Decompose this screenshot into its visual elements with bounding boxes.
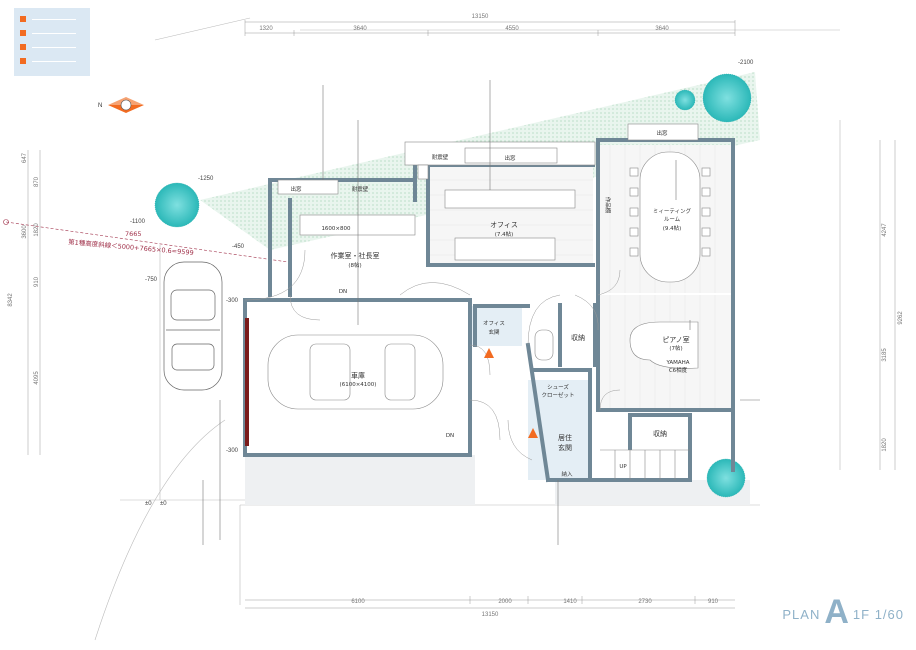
piano-note-2: C6相度: [669, 366, 688, 374]
north-arrow-icon: N: [98, 97, 144, 113]
dim-bottom: 6100: [351, 599, 365, 605]
room-sub-piano: (7帖): [669, 344, 682, 352]
car-driveway-icon: [163, 261, 223, 391]
level-mark: -1100: [130, 219, 146, 225]
leader-lines: [202, 80, 760, 545]
label-up: UP: [619, 464, 627, 470]
dim-left: 647: [22, 152, 28, 163]
label-dn: DN: [339, 289, 347, 295]
room-label-entry-office: オフィス: [483, 320, 505, 327]
height-limit-value: 7665: [125, 230, 142, 238]
room-label-garage: 車庫: [351, 371, 365, 380]
level-mark: -300: [226, 448, 239, 454]
level-mark: -2100: [738, 60, 754, 66]
room-label-storage: 収納: [571, 333, 585, 342]
dim-left: 8342: [8, 293, 14, 307]
level-mark: -300: [226, 298, 239, 304]
room-label-storage-2: 収納: [653, 429, 667, 438]
tree-icon: [702, 73, 752, 123]
room-label-office: オフィス: [490, 221, 518, 229]
label-shelf: 耐震壁: [352, 185, 369, 193]
dim-left: 4095: [34, 371, 40, 385]
room-label-shoes-2: クローゼット: [541, 391, 574, 399]
legend-item: [20, 56, 80, 66]
dim-top: 3640: [353, 26, 367, 32]
legend-item: [20, 42, 80, 52]
svg-text:N: N: [98, 103, 102, 109]
dim-bottom-total: 13150: [482, 612, 499, 618]
dimension-lines: [27, 20, 896, 609]
entry-arrow-icon: [528, 428, 538, 438]
dim-bottom: 1410: [563, 599, 577, 605]
level-mark: -450: [232, 244, 245, 250]
dim-left: 910: [34, 276, 40, 287]
room-label-meeting: ミィーティング: [653, 207, 692, 215]
dim-bottom: 2000: [498, 599, 512, 605]
room-label-entry-office-2: 玄関: [488, 328, 500, 336]
entry-arrow-icon: [484, 348, 494, 358]
level-mark: -750: [145, 277, 158, 283]
label-shelf-2: 耐震壁: [432, 153, 449, 161]
room-sub-garage: (6100×4100): [340, 382, 377, 388]
room-label-works-shelf: 作品棚: [604, 197, 612, 214]
room-label-shoes: シューズ: [547, 383, 569, 391]
dim-left: 3600: [22, 225, 28, 239]
dim-right: 1820: [882, 438, 888, 452]
piano-note: YAMAHA: [665, 360, 689, 366]
door-swings: [244, 249, 621, 461]
label-dn-2: DN: [446, 433, 454, 439]
height-limit-marker: [3, 219, 9, 225]
tree-icon: [706, 458, 746, 498]
legend-item: [20, 28, 80, 38]
ground-area: [245, 455, 475, 505]
dim-bottom: 910: [708, 599, 719, 605]
dim-right: 3185: [882, 348, 888, 362]
dim-right: 9262: [898, 311, 904, 325]
room-label-piano: ピアノ室: [662, 335, 689, 344]
label-window-3: 出窓: [656, 129, 668, 137]
label-window: 出窓: [290, 185, 302, 193]
room-sub-workroom: (8帖): [348, 261, 361, 269]
legend-box: [14, 8, 90, 76]
room-label-meeting-2: ルーム: [664, 216, 681, 223]
level-mark: -1250: [198, 176, 214, 182]
room-sub-meeting: (9.4帖): [663, 224, 682, 232]
label-entrance-small: 納入: [561, 470, 573, 478]
dim-top: 3640: [655, 26, 669, 32]
tree-icon: [674, 89, 696, 111]
height-limit-line: [5, 221, 289, 263]
dim-top-total: 13150: [472, 14, 489, 20]
dim-top: 4550: [505, 26, 519, 32]
dim-bottom: 2730: [638, 599, 652, 605]
level-mark: ±0: [145, 501, 152, 507]
room-label-entry-home: 居住: [558, 433, 572, 442]
room-sub-office: (7.4帖): [495, 230, 514, 238]
walls: [243, 138, 735, 483]
plan-title-prefix: PLAN: [782, 607, 821, 622]
dim-top: 1320: [259, 26, 273, 32]
room-label-entry-home-2: 玄関: [558, 443, 572, 452]
plan-title-suffix: 1F 1/60: [852, 607, 904, 622]
dim-left: 1820: [34, 223, 40, 237]
dim-left: 870: [34, 176, 40, 187]
level-mark: ±0: [160, 501, 167, 507]
legend-item: [20, 14, 80, 24]
room-label-workroom: 作業室・社長室: [331, 251, 380, 260]
furniture: [245, 123, 711, 480]
tree-icon: [154, 182, 200, 228]
label-desk: 1600×800: [321, 226, 351, 232]
label-window-2: 出窓: [504, 154, 516, 162]
dim-right: 4247: [882, 223, 888, 237]
plan-title-letter: A: [824, 593, 849, 631]
